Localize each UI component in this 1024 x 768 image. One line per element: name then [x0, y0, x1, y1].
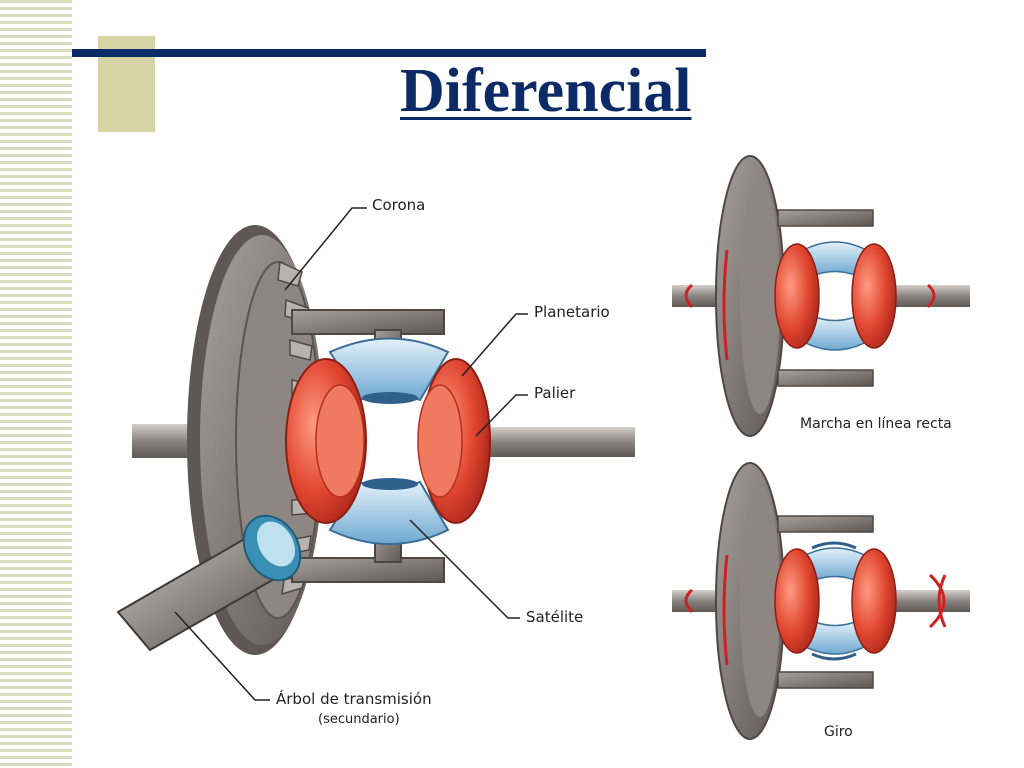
main-differential [116, 207, 635, 701]
label-marcha-recta: Marcha en línea recta [800, 416, 952, 432]
decorative-stripes [0, 0, 72, 768]
leader-lines [174, 207, 528, 701]
carrier-frame [291, 309, 445, 583]
planetary-gears [285, 358, 491, 524]
label-palier: Palier [534, 384, 576, 402]
label-giro: Giro [824, 724, 853, 740]
turning-diagram [672, 462, 970, 740]
label-planetario: Planetario [534, 303, 610, 321]
slide-title: Diferencial [400, 57, 692, 125]
label-arbol-sub: (secundario) [318, 712, 400, 727]
drive-shaft [116, 514, 302, 652]
straight-line-diagram [672, 155, 970, 437]
title-bar [72, 49, 706, 57]
label-arbol: Árbol de transmisión [276, 690, 432, 708]
label-corona: Corona [372, 196, 426, 214]
label-satelite: Satélite [526, 608, 584, 626]
